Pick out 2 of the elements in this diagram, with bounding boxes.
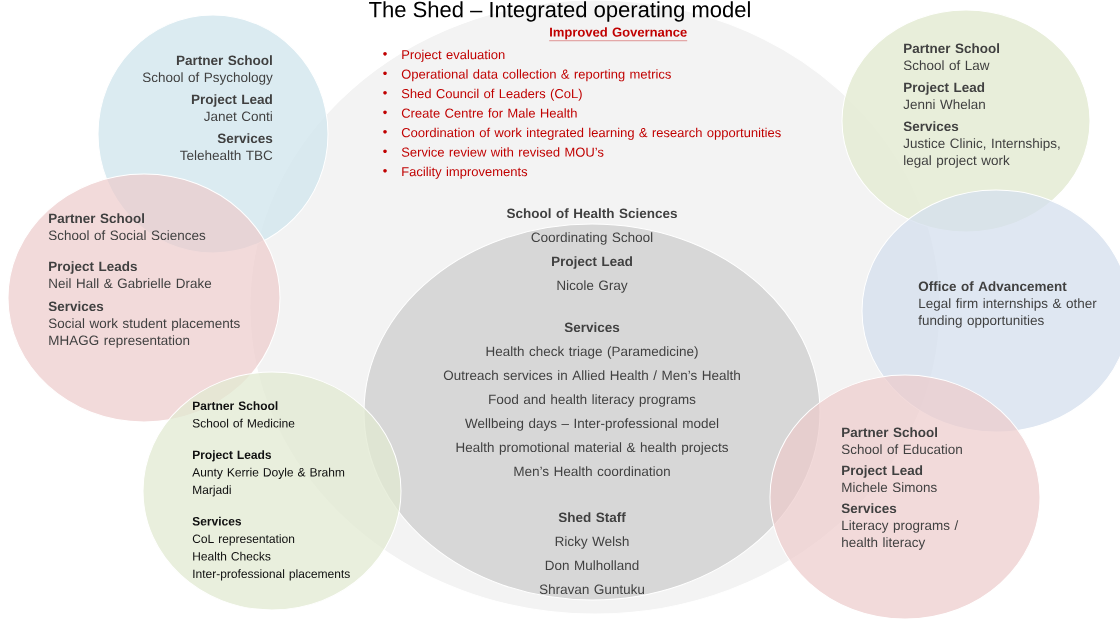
node-label: School of Health Sciences xyxy=(506,208,677,219)
title: The Shed – Integrated operating model xyxy=(369,1,750,22)
